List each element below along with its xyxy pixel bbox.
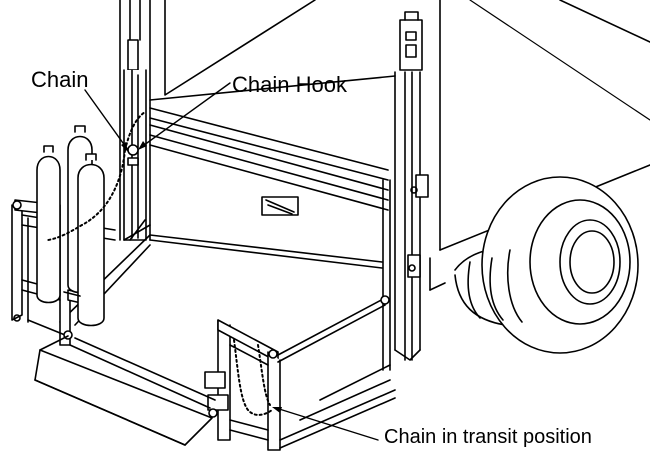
gas-cylinders: [36, 125, 105, 327]
right-column: [382, 11, 429, 371]
left-column: [119, 0, 151, 241]
leader-arrows: [121, 141, 282, 413]
platform-deck: [59, 107, 389, 326]
truck-wheel: [454, 176, 639, 354]
truck-body: [149, 0, 650, 291]
chain-transit: [233, 339, 273, 416]
right-gate: [204, 295, 396, 451]
label-chain-hook: Chain Hook: [232, 72, 347, 97]
label-chain-in-transit: Chain in transit position: [384, 426, 592, 448]
label-chain: Chain: [31, 67, 89, 92]
bridge-plate: [34, 335, 218, 446]
leader-lines: [84, 82, 379, 441]
